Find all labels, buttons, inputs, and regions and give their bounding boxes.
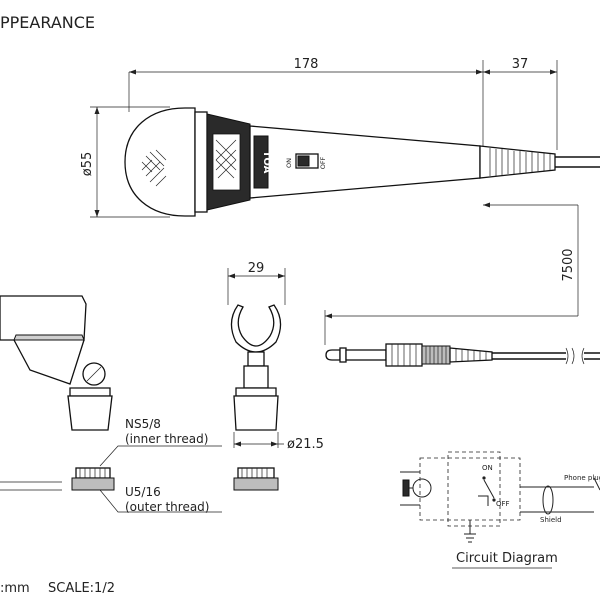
circuit-off-label: OFF bbox=[496, 500, 510, 508]
cord-left bbox=[0, 481, 62, 491]
dimension-cable-length: 7500 bbox=[324, 202, 579, 345]
phone-plug-label: Phone plug bbox=[564, 474, 600, 482]
ns-leader bbox=[99, 445, 222, 467]
dimension-holder-width: 29 bbox=[227, 261, 286, 305]
microphone-side-view: TOA ON OFF bbox=[124, 107, 600, 217]
mic-capsule-icon bbox=[412, 478, 432, 498]
dimension-tail-length: 37 bbox=[483, 57, 558, 150]
switch-off-label: OFF bbox=[319, 156, 327, 169]
mic-cable bbox=[555, 156, 600, 168]
tail-length-label: 37 bbox=[512, 57, 529, 72]
ground-icon bbox=[464, 520, 476, 543]
dimension-body-length: 178 bbox=[128, 57, 484, 150]
unit-label: :mm bbox=[0, 581, 30, 596]
scale-label: SCALE:1/2 bbox=[48, 581, 115, 596]
ns-thread-note: (inner thread) bbox=[125, 432, 208, 446]
on-off-switch: ON OFF bbox=[285, 153, 327, 169]
dimension-base-diameter: ø21.5 bbox=[233, 432, 324, 452]
grille-mesh-icon bbox=[141, 149, 167, 187]
mic-holder-side bbox=[0, 295, 113, 431]
appearance-heading: PPEARANCE bbox=[0, 13, 95, 32]
circuit-title: Circuit Diagram bbox=[456, 551, 558, 566]
brand-plate bbox=[253, 135, 269, 189]
thread-adapter-right bbox=[233, 467, 279, 491]
phone-plug bbox=[325, 343, 600, 367]
head-diameter-label: ø55 bbox=[80, 152, 95, 177]
u-thread-note: (outer thread) bbox=[125, 500, 209, 514]
u-leader bbox=[99, 489, 222, 513]
dimension-head-diameter: ø55 bbox=[80, 106, 170, 218]
base-diameter-label: ø21.5 bbox=[287, 437, 324, 452]
strain-relief bbox=[479, 145, 556, 179]
shield-icon bbox=[542, 485, 554, 515]
brand-logo: TOA bbox=[261, 151, 272, 174]
circuit-on-label: ON bbox=[482, 464, 493, 472]
switch-on-label: ON bbox=[285, 158, 293, 168]
ns-thread-label: NS5/8 bbox=[125, 417, 161, 431]
circuit-diagram: ON OFF Phone plug Shield Circuit Diagram bbox=[400, 451, 600, 569]
body-length-label: 178 bbox=[294, 57, 319, 72]
u-thread-label: U5/16 bbox=[125, 485, 161, 499]
mic-holder-front bbox=[230, 304, 282, 431]
shield-label: Shield bbox=[540, 516, 562, 524]
holder-width-label: 29 bbox=[248, 261, 265, 276]
cable-length-label: 7500 bbox=[561, 248, 576, 281]
thread-adapter-left bbox=[71, 467, 115, 491]
